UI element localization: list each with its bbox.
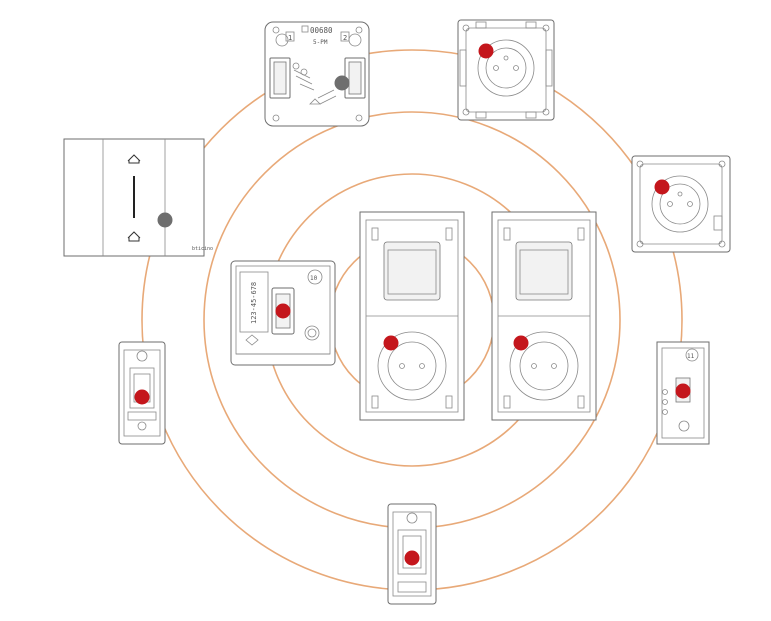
right-module-badge: 11 (687, 353, 695, 360)
active-marker (383, 335, 399, 351)
active-marker (654, 179, 670, 195)
active-marker (134, 389, 150, 405)
device-markers (134, 43, 691, 566)
inactive-marker (334, 75, 350, 91)
gateway-serial: 123-45-678 (250, 282, 258, 324)
home-arrow-icon (127, 154, 141, 164)
module-sub-label: 5-PM (313, 39, 328, 46)
center-frame-right[interactable] (491, 211, 597, 421)
socket-module-top[interactable] (457, 19, 555, 121)
active-marker (675, 383, 691, 399)
socket-module-right[interactable] (631, 155, 731, 253)
center-frame-left[interactable] (359, 211, 465, 421)
wall-switch-cover[interactable]: bticino (63, 138, 213, 257)
active-marker (404, 550, 420, 566)
home-arrow-icon (127, 231, 141, 242)
narrow-module-right[interactable]: 11 (656, 341, 710, 445)
active-marker (275, 303, 291, 319)
module-left-number: 1 (288, 34, 292, 42)
brand-label: bticino (192, 246, 213, 252)
module-code: 00680 (310, 26, 333, 35)
gateway-badge: 10 (310, 275, 318, 282)
active-marker (513, 335, 529, 351)
inactive-marker (157, 212, 173, 228)
top-connector-module[interactable]: 1 2 00680 5-PM (264, 21, 370, 127)
module-right-number: 2 (343, 34, 347, 42)
active-marker (478, 43, 494, 59)
